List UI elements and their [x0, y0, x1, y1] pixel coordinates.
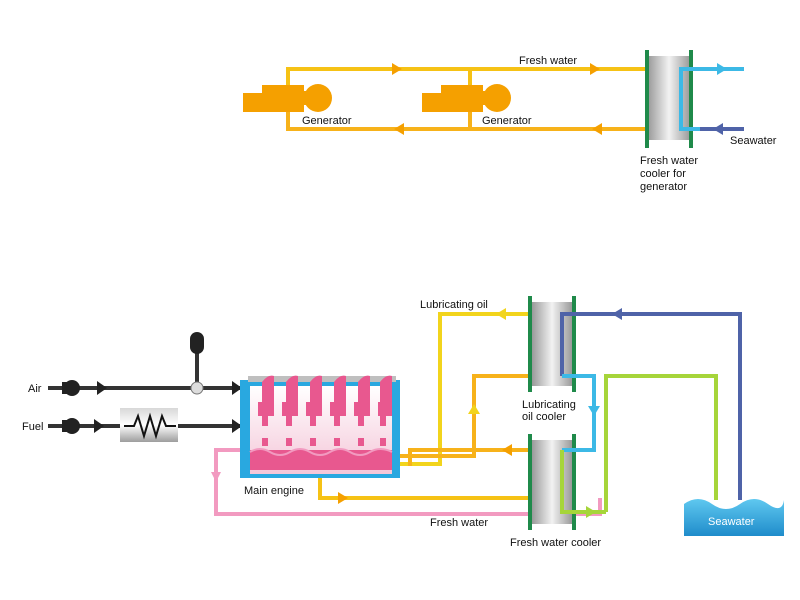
main-engine-label: Main engine [244, 485, 304, 497]
seawater-circuit [560, 308, 742, 518]
engine-fresh-water-loop [318, 444, 530, 504]
fuel-inlet-pump [62, 418, 80, 434]
air-label: Air [28, 383, 42, 395]
flow-arrow [612, 308, 622, 320]
fresh-water-top-label: Fresh water [519, 55, 577, 67]
flow-arrow [232, 381, 242, 395]
generator-1-label: Generator [302, 115, 352, 127]
flow-arrow [717, 63, 727, 75]
generator-2 [422, 84, 511, 112]
flow-arrow [392, 63, 402, 75]
fuel-label: Fuel [22, 421, 43, 433]
fresh-water-cooler-label: Fresh water cooler [510, 537, 601, 549]
generator-fresh-water-cooler [645, 50, 693, 148]
flow-arrow [713, 123, 723, 135]
air-valve [190, 332, 204, 395]
flow-arrow [502, 444, 512, 456]
seawater-return-pipe [560, 312, 742, 500]
flow-arrow [590, 63, 600, 75]
generator-2-label: Generator [482, 115, 532, 127]
flow-arrow [211, 472, 221, 482]
seawater-supply-pipe [562, 374, 596, 452]
flow-arrow [586, 506, 596, 518]
seawater-bottom-label: Seawater [708, 516, 755, 528]
flow-arrow [394, 123, 404, 135]
main-engine [240, 375, 400, 478]
pink-jacket-loop [214, 448, 602, 516]
fresh-water-bottom-label: Fresh water [430, 517, 488, 529]
engine-cylinders [258, 375, 392, 446]
flow-arrow [468, 404, 480, 414]
generator-cooler-label: Fresh water cooler for generator [640, 155, 701, 193]
flow-arrow [94, 419, 104, 433]
flow-arrow [232, 419, 242, 433]
lubricating-oil-label: Lubricating oil [420, 299, 488, 311]
engine-fresh-water-in [408, 448, 530, 466]
air-inlet-pump [62, 380, 80, 396]
flow-arrow [588, 406, 600, 416]
lube-oil-out-pipe [400, 312, 530, 466]
green-sea-loop [604, 374, 718, 512]
lube-oil-return-pipe [400, 374, 530, 458]
seawater-top-label: Seawater [730, 135, 777, 147]
flow-arrow [592, 123, 602, 135]
fresh-water-return-pipe [286, 104, 646, 131]
seawater-body [684, 499, 784, 536]
engine-fresh-water-out [318, 478, 530, 500]
flow-arrow [496, 308, 506, 320]
lube-cooler-label: Lubricating oil cooler [522, 399, 579, 423]
lubricating-oil-loop [400, 308, 530, 466]
flow-arrow [338, 492, 348, 504]
fuel-heater [120, 408, 178, 442]
generator-1 [243, 84, 332, 112]
flow-arrow [97, 381, 107, 395]
